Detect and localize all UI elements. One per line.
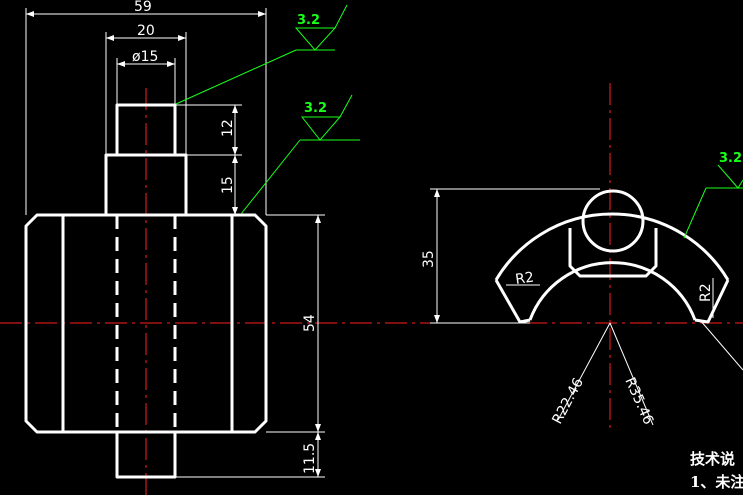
notes-title: 技术说 <box>690 450 735 468</box>
dim-step-width: 20 <box>137 23 155 39</box>
dim-fillet-left: R2 <box>514 270 535 288</box>
body-outline <box>24 213 268 434</box>
right-end <box>694 279 730 324</box>
roughness-value-1: 3.2 <box>297 13 320 28</box>
left-end <box>494 279 531 324</box>
dim-bore-dia: ø15 <box>132 49 158 65</box>
dim-body-height: 54 <box>302 314 318 332</box>
roughness-leaders <box>175 4 743 239</box>
front-view <box>24 103 268 479</box>
dim-step-height: 15 <box>220 176 236 194</box>
outer-arc <box>494 212 730 281</box>
dim-top-height: 12 <box>220 119 236 137</box>
dim-outer-radius: R35.46 <box>621 375 656 427</box>
dim-inner-radius: R22.46 <box>549 375 587 427</box>
dimension-lines <box>25 8 743 478</box>
centerlines <box>0 83 743 495</box>
roughness-symbol-2 <box>300 94 360 141</box>
side-view <box>494 189 730 324</box>
dim-overall-width: 59 <box>134 0 152 15</box>
arrowheads <box>26 11 440 477</box>
dim-bottom-height: 11.5 <box>302 443 318 474</box>
roughness-value-3: 3.2 <box>719 151 742 166</box>
notes-item-1: 1、未注 <box>690 473 743 491</box>
inner-arc <box>528 261 697 321</box>
roughness-symbol-3 <box>706 164 743 189</box>
dim-side-height: 35 <box>421 250 437 268</box>
center-block <box>568 228 658 278</box>
roughness-value-2: 3.2 <box>304 101 327 116</box>
step-outline <box>104 153 188 215</box>
top-boss-outline <box>115 103 177 155</box>
dim-fillet-right: R2 <box>698 283 714 302</box>
lower-shaft-outline <box>115 432 177 479</box>
pin-circle <box>581 189 645 253</box>
hidden-bore-lines <box>115 215 177 432</box>
roughness-symbol-1 <box>294 4 348 51</box>
